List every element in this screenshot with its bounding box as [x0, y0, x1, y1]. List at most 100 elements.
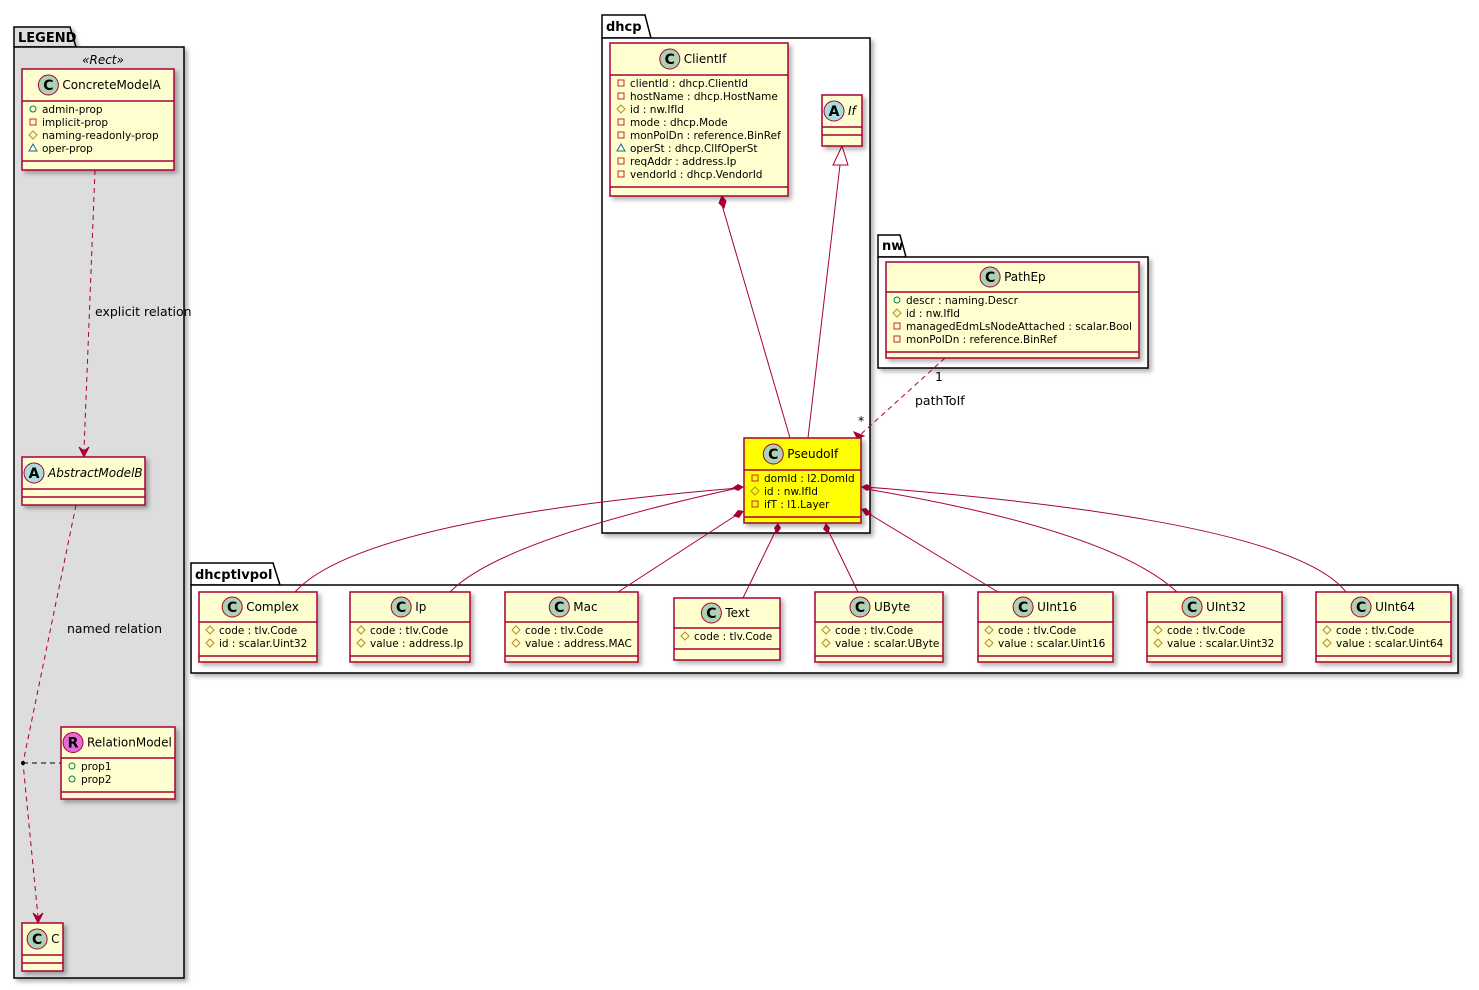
svg-text:C: C — [1018, 600, 1028, 616]
attribute: clientId : dhcp.ClientId — [617, 78, 748, 90]
class-name: ClientIf — [684, 52, 727, 66]
svg-text:C: C — [227, 600, 237, 616]
class-box — [885, 261, 1140, 359]
attribute: mode : dhcp.Mode — [617, 117, 728, 129]
package-private-icon — [28, 142, 38, 152]
relation-class-icon: R — [62, 732, 84, 753]
attribute: monPolDn : reference.BinRef — [617, 130, 781, 142]
class-name: Ip — [415, 600, 426, 614]
private-icon — [617, 170, 625, 178]
class-name: RelationModel — [87, 736, 172, 750]
package-name: dhcp — [606, 20, 642, 35]
private-icon — [29, 118, 37, 126]
class-name: Mac — [573, 600, 597, 614]
public-icon — [29, 105, 37, 113]
attribute-text: value : scalar.UByte — [835, 638, 939, 650]
pathep-pseudoif-edge — [859, 357, 946, 436]
package-name: LEGEND — [18, 31, 77, 46]
to-multiplicity: * — [858, 413, 864, 428]
svg-text:C: C — [855, 600, 865, 616]
class-icon: C — [659, 48, 681, 70]
attribute-text: code : tlv.Code — [835, 625, 913, 637]
protected-icon — [1322, 625, 1332, 635]
attribute-text: implicit-prop — [42, 117, 108, 129]
attribute: naming-readonly-prop — [28, 130, 159, 142]
attribute: code : tlv.Code — [511, 625, 603, 637]
protected-icon — [616, 104, 626, 114]
attribute-text: value : address.Ip — [370, 638, 464, 650]
class-name: PathEp — [1004, 270, 1046, 284]
composition-diamond — [732, 484, 744, 491]
svg-text:C: C — [706, 606, 716, 622]
class-name: If — [848, 104, 858, 118]
protected-icon — [205, 638, 215, 648]
attribute: id : scalar.Uint32 — [205, 638, 307, 650]
attribute-text: prop2 — [81, 774, 112, 786]
protected-icon — [356, 625, 366, 635]
attribute: code : tlv.Code — [1322, 625, 1414, 637]
pseudoif-uint16 — [865, 511, 999, 593]
composition-diamond — [861, 508, 872, 516]
class-icon: C — [548, 596, 570, 618]
attribute-text: admin-prop — [42, 104, 103, 116]
attribute: code : tlv.Code — [356, 625, 448, 637]
pseudoif-ip — [449, 487, 739, 593]
attribute: domId : l2.DomId — [751, 473, 855, 485]
class-icon: C — [762, 443, 784, 465]
attribute: vendorId : dhcp.VendorId — [617, 169, 762, 181]
attribute-text: id : nw.IfId — [906, 308, 960, 320]
attribute: managedEdmLsNodeAttached : scalar.Bool — [893, 321, 1132, 333]
attribute-text: vendorId : dhcp.VendorId — [630, 169, 762, 181]
class-name: Text — [724, 606, 750, 620]
class-if[interactable]: A If — [821, 94, 863, 147]
attribute-text: hostName : dhcp.HostName — [630, 91, 778, 103]
attribute-text: ifT : l1.Layer — [764, 499, 830, 511]
class-name: UInt64 — [1375, 600, 1415, 614]
attribute: code : tlv.Code — [1153, 625, 1245, 637]
protected-icon — [984, 625, 994, 635]
class-icon: C — [700, 602, 722, 624]
attribute-text: monPolDn : reference.BinRef — [906, 334, 1057, 346]
protected-icon — [821, 638, 831, 648]
attribute: value : scalar.Uint16 — [984, 638, 1106, 650]
protected-icon — [511, 638, 521, 648]
attribute: ifT : l1.Layer — [751, 499, 830, 511]
attribute: code : tlv.Code — [205, 625, 297, 637]
package-legend: LEGEND «Rect» — [13, 26, 185, 979]
attribute: operSt : dhcp.ClIfOperSt — [616, 142, 758, 155]
svg-text:A: A — [829, 104, 840, 120]
pseudoif-if-inheritance — [807, 164, 841, 439]
pseudoif-text — [742, 527, 778, 599]
attribute-text: code : tlv.Code — [370, 625, 448, 637]
composition-diamond — [733, 510, 744, 518]
attribute-text: naming-readonly-prop — [42, 130, 159, 142]
attribute: monPolDn : reference.BinRef — [893, 334, 1057, 346]
attribute-text: code : tlv.Code — [1336, 625, 1414, 637]
private-icon — [893, 322, 901, 330]
arrowhead — [78, 446, 90, 459]
svg-text:C: C — [396, 600, 406, 616]
attribute: descr : naming.Descr — [893, 295, 1019, 307]
attribute-text: domId : l2.DomId — [764, 473, 855, 485]
private-icon — [617, 92, 625, 100]
protected-icon — [1153, 625, 1163, 635]
attribute-text: managedEdmLsNodeAttached : scalar.Bool — [906, 321, 1132, 333]
attribute: oper-prop — [28, 142, 93, 155]
attribute-text: value : scalar.Uint64 — [1336, 638, 1444, 650]
protected-icon — [984, 638, 994, 648]
